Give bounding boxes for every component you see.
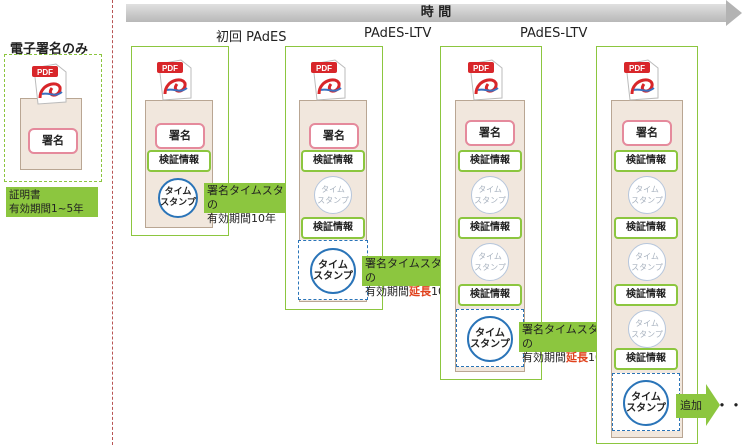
timestamp-circle-faded: タイムスタンプ <box>628 176 666 214</box>
verification-info: 検証情報 <box>614 150 678 172</box>
standalone-frame <box>4 54 102 182</box>
signature-label: 署名 <box>309 123 359 149</box>
arrow-head <box>706 384 720 426</box>
timestamp-circle-faded: タイムスタンプ <box>471 243 509 281</box>
timestamp-circle: タイムスタンプ <box>158 178 198 218</box>
verification-info: 検証情報 <box>458 284 522 306</box>
column-title-ltv-2: PAdES-LTV <box>520 26 588 41</box>
timestamp-circle-faded: タイムスタンプ <box>471 176 509 214</box>
verification-info: 検証情報 <box>614 284 678 306</box>
timeline-arrow-head <box>726 0 742 26</box>
pdf-icon: PDF <box>466 58 506 106</box>
add-arrow: 追加 <box>676 394 706 418</box>
signature-label: 署名 <box>155 123 205 149</box>
pdf-icon: PDF <box>622 58 662 106</box>
pdf-icon: PDF <box>155 58 195 106</box>
verification-info: 検証情報 <box>301 150 365 172</box>
timestamp-circle-faded: タイムスタンプ <box>314 176 352 214</box>
svg-text:PDF: PDF <box>629 64 645 73</box>
continuation-ellipsis: ・・・ <box>714 396 745 415</box>
svg-text:PDF: PDF <box>473 64 489 73</box>
signature-label: 署名 <box>622 120 672 146</box>
timestamp-circle: タイムスタンプ <box>623 380 669 426</box>
timestamp-circle-faded: タイムスタンプ <box>628 310 666 348</box>
signature-label: 署名 <box>465 120 515 146</box>
timeline-label: 時 間 <box>420 5 452 20</box>
standalone-title: 電子署名のみ <box>10 42 89 57</box>
timestamp-circle-faded: タイムスタンプ <box>628 243 666 281</box>
column-title-ltv-1: PAdES-LTV <box>364 26 432 41</box>
timeline-bar <box>126 4 728 22</box>
verification-info: 検証情報 <box>458 150 522 172</box>
verification-info: 検証情報 <box>147 150 211 172</box>
timestamp-circle: タイムスタンプ <box>310 248 356 294</box>
pdf-icon: PDF <box>309 58 349 106</box>
verification-info: 検証情報 <box>614 217 678 239</box>
verification-info: 検証情報 <box>458 217 522 239</box>
svg-text:PDF: PDF <box>162 64 178 73</box>
certificate-note: 証明書 有効期間1~5年 <box>6 187 98 217</box>
pdf-icon: PDF <box>30 62 70 110</box>
signature-label: 署名 <box>28 128 78 154</box>
verification-info: 検証情報 <box>614 348 678 370</box>
timestamp-circle: タイムスタンプ <box>467 316 513 362</box>
separator-line <box>112 0 113 445</box>
column-title-initial: 初回 PAdES <box>216 30 287 45</box>
svg-text:PDF: PDF <box>316 64 332 73</box>
svg-text:PDF: PDF <box>37 68 53 77</box>
verification-info: 検証情報 <box>301 217 365 239</box>
